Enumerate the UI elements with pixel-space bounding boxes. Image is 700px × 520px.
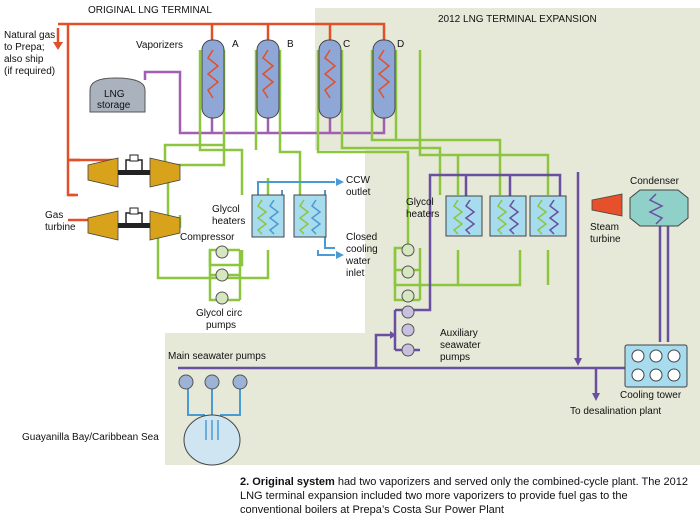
- steam-turbine-label-2: turbine: [590, 234, 621, 245]
- ccw-outlet-label: CCW: [346, 175, 370, 186]
- gas-arrow: [53, 42, 63, 50]
- gas-turbine-upper: [87, 154, 181, 188]
- glycol-circ-pumps-original: [215, 245, 229, 305]
- glycol-heaters-right-label: Glycol: [406, 197, 434, 208]
- ccw-outlet-arrow: [336, 178, 344, 186]
- glycol-heaters-left-label-2: heaters: [212, 216, 245, 227]
- seawater-lines: [178, 172, 670, 395]
- desalination-label: To desalination plant: [570, 406, 661, 417]
- glycol-heaters-right-label-2: heaters: [406, 209, 439, 220]
- vaporizers-label: Vaporizers: [136, 40, 183, 51]
- natural-gas-label-1: Natural gas: [4, 30, 55, 41]
- steam-turbine-label: Steam: [590, 222, 619, 233]
- closed-cooling-label-3: water: [345, 256, 371, 267]
- vaporizer-b-label: B: [287, 39, 294, 50]
- ccw-outlet-label-2: outlet: [346, 187, 371, 198]
- condenser: [629, 189, 689, 227]
- glycol-circ-pumps-expansion: [401, 243, 415, 303]
- caption-text: had two vaporizers and served only the c…: [240, 476, 688, 516]
- natural-gas-label-4: (if required): [4, 66, 55, 77]
- closed-cooling-label-4: inlet: [346, 268, 365, 279]
- svg-text:LNG: LNG: [104, 89, 125, 100]
- vaporizer-c: [318, 39, 342, 119]
- gas-turbine-lower: [87, 207, 181, 241]
- condenser-label: Condenser: [630, 176, 680, 187]
- glycol-heater-original-1: [251, 194, 285, 238]
- desalination-arrow: [592, 393, 600, 401]
- bay-label: Guayanilla Bay/Caribbean Sea: [22, 432, 159, 443]
- auxiliary-seawater-pumps: [401, 305, 415, 357]
- closed-cooling-label: Closed: [346, 232, 377, 243]
- expansion-region: [165, 8, 700, 465]
- steam-turbine: [591, 193, 623, 217]
- closed-cooling-label-2: cooling: [346, 244, 378, 255]
- vaporizer-a-label: A: [232, 39, 239, 50]
- figure-caption: 2. Original system had two vaporizers an…: [240, 475, 692, 517]
- aux-pump-arrow: [390, 331, 396, 339]
- expansion-title: 2012 LNG TERMINAL EXPANSION: [438, 14, 597, 25]
- original-terminal-title: ORIGINAL LNG TERMINAL: [88, 5, 212, 16]
- vaporizer-a: [201, 39, 225, 119]
- glycol-heater-expansion-2: [489, 195, 527, 237]
- cooling-inlet-arrow: [336, 251, 344, 259]
- vaporizer-c-label: C: [343, 39, 350, 50]
- cooling-water-lines: [187, 181, 335, 440]
- auxiliary-pumps-label-3: pumps: [440, 352, 470, 363]
- svg-text:storage: storage: [97, 100, 131, 111]
- compressor-label: Compressor: [180, 232, 235, 243]
- natural-gas-label-3: also ship: [4, 54, 44, 65]
- glycol-heater-original-2: [293, 194, 327, 238]
- main-seawater-pumps-label: Main seawater pumps: [168, 351, 266, 362]
- glycol-heaters-left-label: Glycol: [212, 204, 240, 215]
- natural-gas-label-2: to Prepa;: [4, 42, 45, 53]
- lng-storage-tank: LNG storage: [89, 77, 146, 113]
- bay: [183, 414, 241, 466]
- main-seawater-pumps: [178, 374, 248, 390]
- caption-bold: 2. Original system: [240, 476, 335, 488]
- glycol-circ-pumps-label-2: pumps: [206, 320, 236, 331]
- gas-turbine-label: Gas: [45, 210, 63, 221]
- cooling-tower: [624, 344, 688, 388]
- glycol-heater-expansion-1: [445, 195, 483, 237]
- vaporizer-b: [256, 39, 280, 119]
- auxiliary-pumps-label-2: seawater: [440, 340, 481, 351]
- vaporizer-d-label: D: [397, 39, 404, 50]
- glycol-circ-pumps-label: Glycol circ: [196, 308, 242, 319]
- lng-lines: [143, 70, 386, 135]
- auxiliary-pumps-label: Auxiliary: [440, 328, 478, 339]
- vaporizer-d: [372, 39, 396, 119]
- cooling-tower-arrow: [574, 358, 582, 366]
- gas-turbine-label-2: turbine: [45, 222, 76, 233]
- cooling-tower-label: Cooling tower: [620, 390, 682, 401]
- glycol-heater-expansion-3: [529, 195, 567, 237]
